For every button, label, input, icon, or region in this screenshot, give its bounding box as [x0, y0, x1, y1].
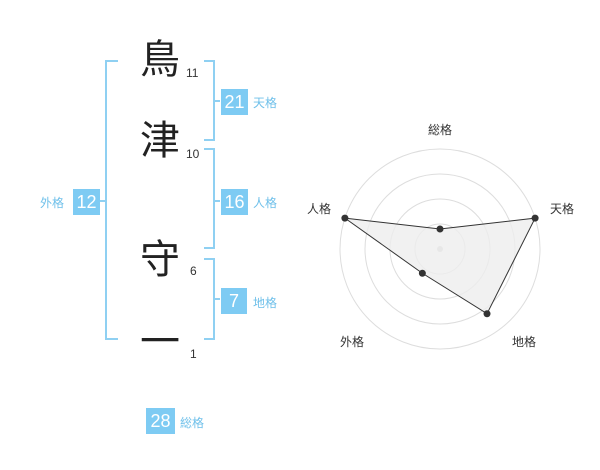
stroke-count-2: 10	[186, 147, 200, 161]
soukaku-value: 28	[146, 408, 175, 434]
name-char-4: 一	[140, 319, 180, 365]
gaikaku-label: 外格	[40, 196, 65, 210]
jinkaku-bracket	[204, 148, 215, 249]
radar-point-1	[436, 225, 444, 233]
stroke-count-3: 6	[190, 264, 197, 278]
tenkaku-value: 21	[221, 89, 248, 115]
radar-label-gaikaku: 外格	[340, 335, 365, 349]
radar-point-5	[341, 214, 349, 222]
gaikaku-value: 12	[73, 189, 100, 215]
name-char-2: 津	[140, 118, 180, 164]
soukaku-label: 総格	[180, 416, 205, 430]
radar-point-3	[483, 310, 491, 318]
stroke-count-4: 1	[190, 347, 197, 361]
radar-label-jinkaku: 人格	[307, 202, 332, 216]
name-char-3: 守	[140, 237, 180, 283]
stroke-count-1: 11	[186, 66, 199, 80]
radar-label-chikaku: 地格	[512, 335, 537, 349]
chikaku-label: 地格	[253, 296, 278, 310]
radar-point-4	[418, 269, 426, 277]
chikaku-value: 7	[221, 288, 247, 314]
jinkaku-value: 16	[221, 189, 248, 215]
radar-label-soukaku: 総格	[428, 123, 453, 137]
jinkaku-label: 人格	[253, 196, 278, 210]
radar-label-tenkaku: 天格	[550, 202, 575, 216]
radar-ring	[339, 148, 541, 350]
radar-polygon	[344, 217, 536, 315]
name-char-1: 鳥	[140, 37, 180, 83]
tenkaku-label: 天格	[253, 96, 278, 110]
radar-point-2	[531, 214, 539, 222]
